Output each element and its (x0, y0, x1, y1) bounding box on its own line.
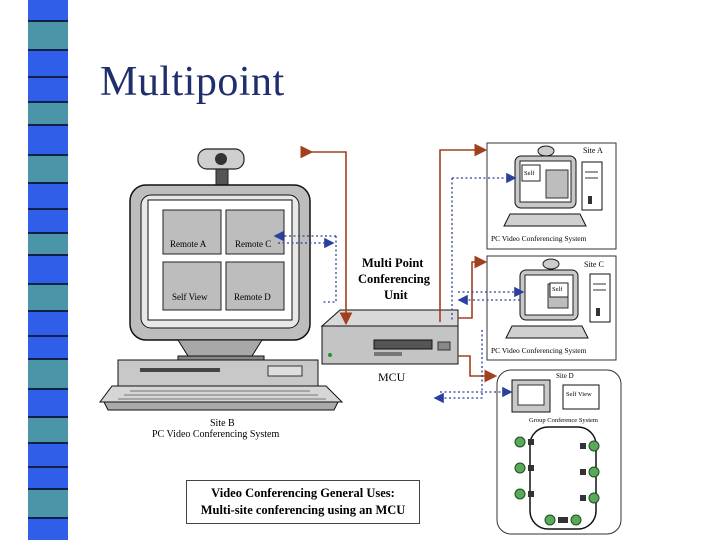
caption-line2: Multi-site conferencing using an MCU (200, 503, 406, 517)
site-c-system-label: PC Video Conferencing System (491, 346, 587, 355)
dotted-links (273, 172, 525, 404)
mcu-label-line3: Unit (384, 288, 408, 302)
stripe-block (28, 490, 68, 519)
site-a-panel (486, 142, 617, 250)
stripe-separator (28, 49, 68, 51)
stripe-separator (28, 232, 68, 234)
screen-label-remote-c: Remote C (235, 239, 272, 249)
stripe-separator (28, 416, 68, 418)
stripe-block (28, 234, 68, 256)
person-icon (514, 436, 526, 448)
stripe-block (28, 312, 68, 337)
stripe-block (28, 156, 68, 184)
microphone-icon (580, 443, 586, 449)
screen-label-remote-a: Remote A (170, 239, 207, 249)
stripe-block (28, 418, 68, 444)
site-b-system-label: PC Video Conferencing System (152, 429, 280, 440)
stripe-block (28, 468, 68, 490)
stripe-block (28, 210, 68, 234)
stripe-separator (28, 182, 68, 184)
stripe-block (28, 390, 68, 418)
stripe-block (28, 22, 68, 51)
site-c-label: Site C (584, 260, 604, 269)
stripe-separator (28, 442, 68, 444)
person-icon (514, 488, 526, 500)
site-b-pc (99, 148, 344, 411)
microphone-icon (580, 495, 586, 501)
screen-label-remote-d: Remote D (234, 292, 271, 302)
stripe-block (28, 78, 68, 103)
person-icon (570, 514, 582, 526)
stripe-block (28, 444, 68, 468)
stripe-separator (28, 154, 68, 156)
site-d-system-label: Group Conference System (529, 417, 598, 424)
stripe-separator (28, 488, 68, 490)
microphone-icon (528, 465, 534, 471)
stripe-separator (28, 254, 68, 256)
mcu-short-label: MCU (378, 370, 406, 384)
caption-box: Video Conferencing General Uses: Multi-s… (186, 480, 420, 524)
person-icon (514, 462, 526, 474)
stripe-block (28, 184, 68, 210)
microphone-icon (528, 439, 534, 445)
stripe-separator (28, 335, 68, 337)
stripe-separator (28, 20, 68, 22)
stripe-block (28, 103, 68, 126)
slide-title: Multipoint (100, 59, 285, 105)
microphone-icon (528, 491, 534, 497)
stripe-block (28, 51, 68, 78)
site-d-screen-label: Self View (566, 391, 592, 398)
microphone-icon (580, 469, 586, 475)
site-d-panel (496, 369, 622, 535)
mcu-device (320, 309, 459, 365)
stripe-block (28, 360, 68, 390)
stripe-block (28, 0, 68, 22)
stripe-separator (28, 283, 68, 285)
stripe-separator (28, 358, 68, 360)
stripe-block (28, 256, 68, 285)
stripe-separator (28, 388, 68, 390)
microphone-icon (558, 517, 564, 523)
stripe-block (28, 519, 68, 540)
stripe-block (28, 337, 68, 360)
microphone-icon (562, 517, 568, 523)
stripe-block (28, 126, 68, 156)
site-d-label: Site D (556, 372, 574, 380)
site-c-panel (486, 255, 617, 361)
person-icon (588, 492, 600, 504)
site-c-screen-label: Self (552, 286, 563, 293)
site-b-label: Site B (210, 418, 235, 429)
stripe-separator (28, 517, 68, 519)
stripe-separator (28, 208, 68, 210)
stripe-separator (28, 101, 68, 103)
person-icon (588, 466, 600, 478)
camera-icon (197, 148, 245, 186)
site-a-system-label: PC Video Conferencing System (491, 234, 587, 243)
site-a-label: Site A (583, 146, 603, 155)
screen-label-self-view: Self View (172, 292, 208, 302)
person-icon (588, 440, 600, 452)
stripe-block (28, 285, 68, 312)
person-icon (544, 514, 556, 526)
stripe-separator (28, 466, 68, 468)
mcu-label-line2: Conferencing (358, 272, 430, 286)
stripe-separator (28, 310, 68, 312)
mcu-label-line1: Multi Point (362, 256, 424, 270)
site-a-screen-label: Self (524, 170, 535, 177)
stripe-separator (28, 124, 68, 126)
caption-line1: Video Conferencing General Uses: (211, 486, 395, 500)
stripe-separator (28, 76, 68, 78)
